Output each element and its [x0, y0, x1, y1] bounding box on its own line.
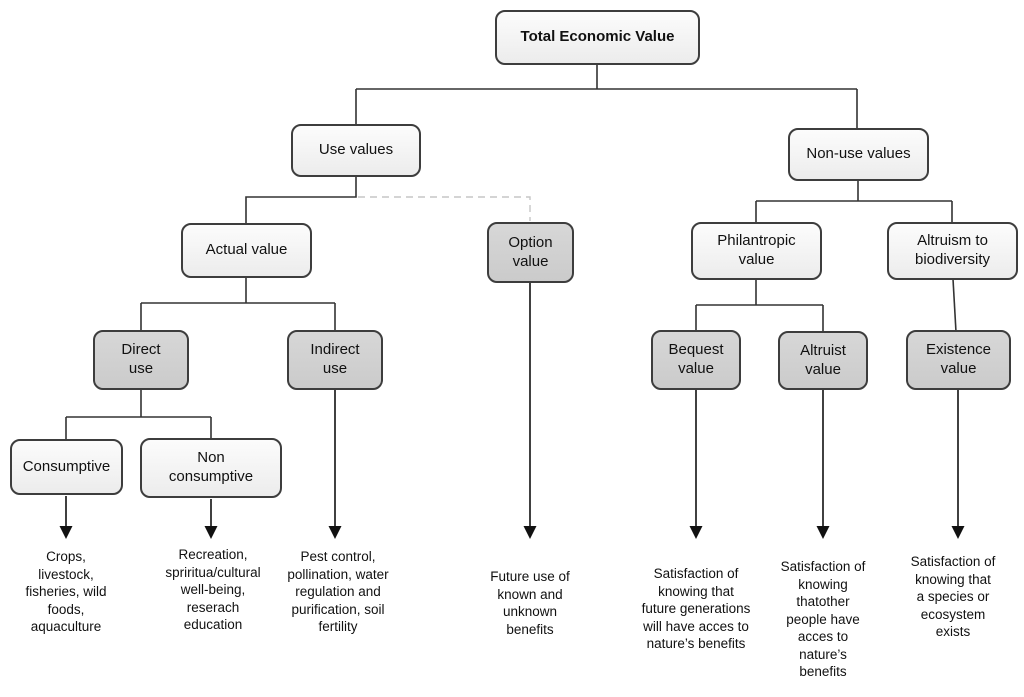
- node-indirect-use: Indirect use: [287, 330, 383, 390]
- leaf-consumptive-examples: Crops, livestock, fisheries, wild foods,…: [25, 549, 107, 635]
- leaf-non-consumptive-examples: Recreation, spriritua/cultural well-bein…: [165, 547, 261, 633]
- node-existence-value: Existence value: [906, 330, 1011, 390]
- connector-usevalues-option-dashed: [358, 196, 531, 221]
- leaf-altruist-value-examples: Satisfaction of knowing thatother people…: [780, 559, 866, 680]
- node-altruism-to-biodiversity: Altruism to biodiversity: [887, 222, 1018, 280]
- node-use-values: Use values: [291, 124, 421, 177]
- leaf-option-value-examples: Future use of known and unknown benefits: [490, 569, 570, 637]
- connector-tev-children: [355, 64, 858, 130]
- connector-direct-children: [65, 389, 212, 441]
- connector-nonuse-children: [755, 179, 953, 224]
- connector-actual-children: [140, 277, 336, 332]
- connector-usevalues-actual: [245, 175, 357, 224]
- node-bequest-value: Bequest value: [651, 330, 741, 390]
- leaf-existence-value-examples: Satisfaction of knowing that a species o…: [910, 554, 996, 640]
- node-consumptive: Consumptive: [10, 439, 123, 495]
- node-total-economic-value: Total Economic Value: [495, 10, 700, 65]
- leaf-indirect-use-examples: Pest control, pollination, water regulat…: [287, 549, 389, 635]
- node-non-consumptive: Non consumptive: [140, 438, 282, 498]
- node-actual-value: Actual value: [181, 223, 312, 278]
- node-direct-use: Direct use: [93, 330, 189, 390]
- connector-altruism-existence: [952, 278, 957, 333]
- connector-philantropic-children: [695, 279, 824, 333]
- node-philantropic-value: Philantropic value: [691, 222, 822, 280]
- node-non-use-values: Non-use values: [788, 128, 929, 181]
- node-altruist-value: Altruist value: [778, 331, 868, 390]
- node-option-value: Option value: [487, 222, 574, 283]
- leaf-bequest-value-examples: Satisfaction of knowing that future gene…: [641, 566, 751, 652]
